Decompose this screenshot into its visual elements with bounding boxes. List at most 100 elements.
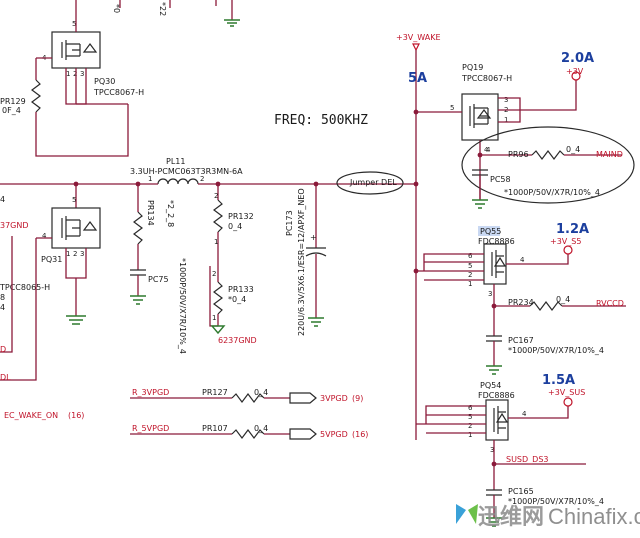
pr134-ref: PR134 <box>146 200 155 226</box>
pc173-ref: PC173 <box>285 210 294 236</box>
q19-pin1: 1 <box>504 116 508 124</box>
q54-ref: PQ54 <box>480 381 501 390</box>
q19-pin5: 5 <box>450 104 454 112</box>
q30-mosfet: 5 4 1 2 3 PQ30 TPCC8067-H <box>42 20 144 97</box>
pr96-val: 0_4 <box>566 145 580 154</box>
pg-5v: R_5VPGD PR107 0_4 5VPGD (16) <box>130 424 368 440</box>
pg3-net: R_3VPGD <box>132 388 169 397</box>
q31-pin4: 4 <box>42 232 47 240</box>
pg3-val: 0_4 <box>254 388 268 397</box>
q55-pin1: 1 <box>468 280 472 288</box>
pr234: PR234 0_4 RVCCD <box>494 295 626 311</box>
pg5-val: 0_4 <box>254 424 268 433</box>
q31-pin5: 5 <box>72 196 76 204</box>
q31-ref: PQ31 <box>41 255 62 264</box>
pg5-ref: PR107 <box>202 424 228 433</box>
amp-12a: 1.2A <box>556 222 589 237</box>
pl11-ref: PL11 <box>166 157 185 166</box>
freq-label: FREQ: 500KHZ <box>274 113 368 128</box>
left-d: D <box>0 345 6 354</box>
pc165: PC165 *1000P/50V/X7R/10%_4 <box>486 487 604 527</box>
pr134-val: *2_2_8 <box>166 200 175 227</box>
pg3-ref: PR127 <box>202 388 228 397</box>
left-b: 8 <box>0 293 5 302</box>
pr134-pc75-snubber: PR134 *2_2_8 PC75 *1000P/50V/X7R/10%_4 <box>130 184 187 354</box>
amp-15a: 1.5A <box>542 373 575 388</box>
amp-5a: 5A <box>408 71 427 86</box>
pl11-part: 3.3UH-PCMC063T3R3MN-6A <box>130 167 243 176</box>
susd-net: SUSD_DS3 <box>506 455 549 464</box>
watermark-en: Chinafix.com <box>548 504 640 529</box>
ec-wake: EC_WAKE_ON (16) <box>4 411 84 420</box>
rail-wake-label: +3V_WAKE <box>396 33 441 42</box>
q54-pin1: 1 <box>468 431 472 439</box>
pc75-ref: PC75 <box>148 275 169 284</box>
q30-pin5: 5 <box>72 20 76 28</box>
pr133-ref: PR133 <box>228 285 254 294</box>
jumper-del: Jumper DEL <box>336 171 404 195</box>
watermark-logo-icon-2 <box>468 504 478 524</box>
q19-part: TPCC8067-H <box>461 74 512 83</box>
q55-part: FDC8886 <box>478 237 515 246</box>
rail-3v-wake: +3V_WAKE 5A <box>396 33 441 440</box>
inductor-pl11: PL11 3.3UH-PCMC063T3R3MN-6A 1 2 <box>130 157 243 185</box>
pr132-ref: PR132 <box>228 212 254 221</box>
pc173-val: 220U/6.3V/5X6.1/ESR=12/APXF_NEO <box>297 188 306 336</box>
q55-ref: PQ55 <box>480 227 501 236</box>
pr129: PR129 0F_4 <box>0 58 129 157</box>
pg-3v: R_3VPGD PR127 0_4 3VPGD (9) <box>130 388 363 404</box>
q54-pin6: 6 <box>468 404 473 412</box>
pr234-val: 0_4 <box>556 295 570 304</box>
pl11-pin1: 1 <box>148 175 152 183</box>
pr96-pin4: 4 <box>486 146 491 154</box>
pr133-val: *0_4 <box>228 295 246 304</box>
watermark: 迅维网 Chinafix.com <box>456 504 640 529</box>
pr132-val: 0_4 <box>228 222 242 231</box>
q30-pin3: 3 <box>80 70 84 78</box>
top-frag-a: *0 <box>112 4 121 13</box>
pr132-pin1: 1 <box>214 238 218 246</box>
pc173-plus: + <box>310 233 317 242</box>
q54-pin3: 3 <box>490 446 494 454</box>
pr234-ref: PR234 <box>508 298 534 307</box>
q30-part: TPCC8067-H <box>93 88 144 97</box>
pr129-val: 0F_4 <box>2 106 21 115</box>
pc165-ref: PC165 <box>508 487 534 496</box>
pr129-ref: PR129 <box>0 97 26 106</box>
q19-mosfet: PQ19 TPCC8067-H 5 3 2 1 4 <box>450 63 512 154</box>
pr132-pin2: 2 <box>214 192 218 200</box>
q54-rail: +3V_SUS <box>548 388 585 397</box>
pc173-capacitor: + PC173 220U/6.3V/5X6.1/ESR=12/APXF_NEO <box>285 184 327 336</box>
jumper-label: Jumper DEL <box>349 178 397 187</box>
q31-pin1: 1 <box>66 250 70 258</box>
pc167-val: *1000P/50V/X7R/10%_4 <box>508 346 604 355</box>
q31-part: TPCC8065-H <box>0 283 50 292</box>
pr96: 4 PR96 0_4 MAIND <box>480 145 623 160</box>
q19-pin4: 4 <box>484 146 489 154</box>
pc75-val: *1000P/50V/X7R/10%_4 <box>178 258 187 354</box>
pc58-ref: PC58 <box>490 175 511 184</box>
pl11-pin2: 2 <box>200 175 204 183</box>
pc167: PC167 *1000P/50V/X7R/10%_4 <box>486 335 604 375</box>
q31-pin2: 2 <box>73 250 77 258</box>
pg3-page: (9) <box>352 394 363 403</box>
pg5-out: 5VPGD <box>320 430 348 439</box>
pr133-pin1: 1 <box>212 314 216 322</box>
ec-wake-net: EC_WAKE_ON <box>4 411 58 420</box>
pr234-net: RVCCD <box>596 299 624 308</box>
q55-pin2: 2 <box>468 271 472 279</box>
q54-mosfet: PQ54 FDC8886 6 5 2 1 4 3 <box>468 381 527 454</box>
q55-pin5: 5 <box>468 262 472 270</box>
q54-pin5: 5 <box>468 413 472 421</box>
gnd-6237: 6237GND <box>218 336 257 345</box>
q55-pin4: 4 <box>520 256 525 264</box>
left-gnd: 37GND <box>0 221 29 230</box>
left-n4: 4 <box>0 195 5 204</box>
pr96-ref: PR96 <box>508 150 529 159</box>
pc165-val: *1000P/50V/X7R/10%_4 <box>508 497 604 506</box>
q19-pin3: 3 <box>504 96 508 104</box>
q54-part: FDC8886 <box>478 391 515 400</box>
q19-rail: +3V <box>566 67 584 76</box>
left-b4: 4 <box>0 303 5 312</box>
pc167-ref: PC167 <box>508 336 534 345</box>
